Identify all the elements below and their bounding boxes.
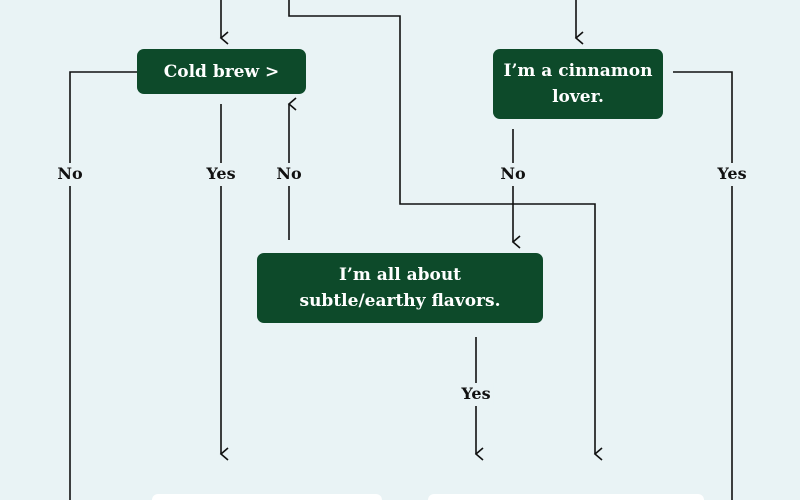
route-top-to-earthy xyxy=(288,0,521,249)
result-box-partial-left xyxy=(152,494,382,500)
label-cinnamon-no: No xyxy=(497,163,529,185)
label-cold-brew-yes: Yes xyxy=(203,163,239,185)
node-earthy-line-1: I’m all about xyxy=(338,265,462,285)
node-cinnamon-line-2: lover. xyxy=(552,87,604,107)
node-cold-brew: Cold brew > xyxy=(137,49,306,94)
node-earthy-flavors: I’m all about subtle/earthy flavors. xyxy=(257,253,543,323)
line-cinnamon-yes xyxy=(673,71,733,164)
label-cinnamon-yes: Yes xyxy=(714,163,750,185)
node-cold-brew-text: Cold brew > xyxy=(163,61,280,82)
line-branch-right xyxy=(513,203,603,461)
line-cold-brew-no xyxy=(69,71,137,164)
node-earthy-flavors-text: I’m all about subtle/earthy flavors. xyxy=(300,262,501,314)
node-cinnamon-line-1: I’m a cinnamon xyxy=(503,61,653,81)
label-earthy-yes: Yes xyxy=(458,383,494,405)
node-cinnamon-lover-text: I’m a cinnamon lover. xyxy=(504,58,653,110)
result-box-partial-right xyxy=(428,494,704,500)
label-cold-brew-no: No xyxy=(54,163,86,185)
node-cinnamon-lover: I’m a cinnamon lover. xyxy=(493,49,663,119)
node-earthy-line-2: subtle/earthy flavors. xyxy=(299,291,501,311)
label-earthy-no: No xyxy=(273,163,305,185)
